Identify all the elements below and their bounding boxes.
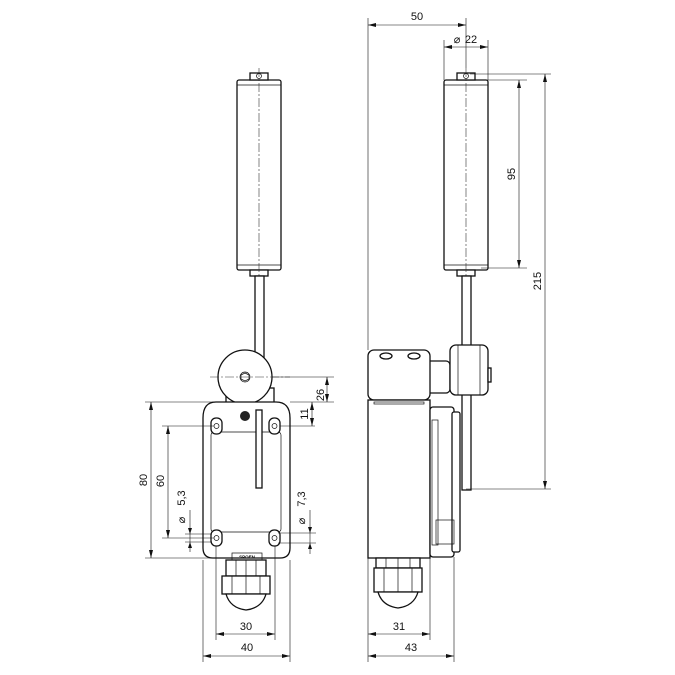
side-view: 50 ⌀ 22 95 215 (367, 11, 551, 662)
side-cable-gland (373, 557, 423, 609)
diameter-symbol-small: ⌀ (175, 516, 188, 523)
front-housing: SPOEN (202, 401, 291, 561)
dim-60: 60 (155, 475, 167, 487)
dim-26: 26 (315, 389, 327, 401)
side-roller (443, 68, 489, 300)
front-pivot-hub (210, 349, 290, 411)
front-view: SPOEN 26 11 (138, 68, 334, 662)
front-cable-gland (221, 559, 271, 611)
side-dimensions: 50 ⌀ 22 95 215 (367, 11, 551, 662)
dim-5-3: 5,3 (176, 490, 188, 505)
front-dimensions: 26 11 80 60 ⌀ (138, 376, 334, 662)
dim-7-3: 7,3 (296, 491, 308, 506)
dim-43: 43 (405, 642, 417, 654)
dim-22: 22 (465, 34, 477, 46)
front-roller (236, 68, 282, 300)
dim-80: 80 (138, 474, 150, 486)
dim-11: 11 (299, 408, 311, 419)
dim-95: 95 (506, 168, 518, 180)
dim-40: 40 (241, 642, 253, 654)
dim-31: 31 (393, 621, 405, 633)
dim-215: 215 (532, 272, 544, 290)
side-housing (367, 349, 461, 559)
dim-50: 50 (411, 11, 423, 23)
diameter-symbol-large: ⌀ (295, 517, 308, 524)
nameplate-text: SPOEN (239, 555, 255, 560)
dim-30: 30 (240, 621, 252, 633)
diameter-symbol-roller: ⌀ (454, 33, 461, 46)
